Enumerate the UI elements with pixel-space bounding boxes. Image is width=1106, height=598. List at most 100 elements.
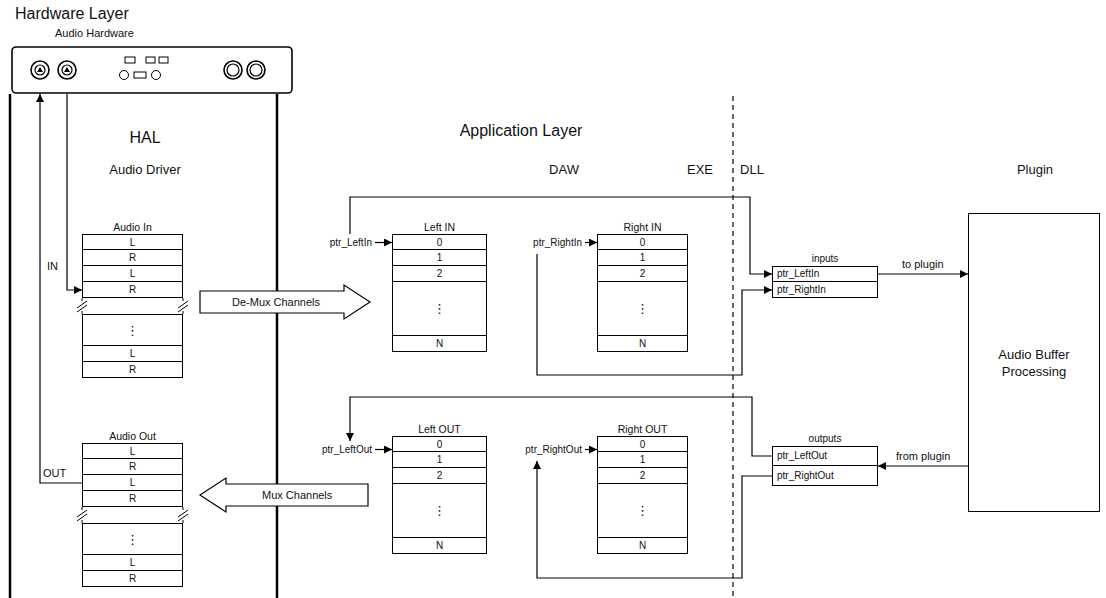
buffer-cell: 0: [392, 234, 487, 250]
interleaved-buffer: Audio OutLRLR⋮LR: [82, 429, 183, 587]
buffer-cell: 1: [392, 250, 487, 266]
buffer-title: Audio Out: [82, 429, 183, 443]
pointer-slot: ptr_LeftIn: [772, 266, 878, 282]
buffer-title: Left IN: [392, 220, 487, 234]
buffer-cell: R: [82, 282, 183, 298]
buffer-ellipsis: ⋮: [597, 282, 688, 336]
pointer-array: outputsptr_LeftOutptr_RightOut: [772, 432, 878, 486]
hal-boundary: [276, 94, 279, 598]
block-arrow: [200, 285, 370, 319]
break-mark: [76, 298, 189, 314]
layer-title: Hardware Layer: [15, 4, 129, 23]
pointer-slot: ptr_LeftOut: [772, 446, 878, 466]
column-heading: DLL: [652, 162, 852, 178]
buffer-cell: 2: [392, 468, 487, 484]
pointer-arrow: [375, 449, 392, 450]
interleaved-buffer: Audio InLRLR⋮LR: [82, 220, 183, 378]
connector: [878, 273, 968, 274]
pointer-label: ptr_LeftIn: [330, 236, 372, 249]
buffer-cell: N: [392, 336, 487, 352]
buffer-cell: L: [82, 475, 183, 491]
buffer-cell: N: [597, 336, 688, 352]
plugin-process-box: Audio Buffer Processing: [968, 213, 1100, 512]
connector: [878, 465, 968, 466]
buffer-break: [82, 507, 183, 523]
buffer-cell: L: [82, 443, 183, 459]
buffer-cell: 2: [597, 468, 688, 484]
pointer-arrow: [375, 242, 392, 243]
edge-label: OUT: [41, 467, 68, 480]
buffer-cell: 1: [597, 452, 688, 468]
pointer-label: ptr_LeftOut: [322, 443, 372, 456]
pointer-name: ptr_LeftOut: [777, 447, 873, 465]
buffer-title: Right IN: [597, 220, 688, 234]
buffer-cell: 0: [597, 234, 688, 250]
channel-buffer: Left IN012⋮N: [392, 220, 487, 352]
buffer-ellipsis: ⋮: [392, 484, 487, 538]
pointer-name: ptr_LeftIn: [777, 267, 873, 281]
connector: [40, 94, 82, 483]
device-label: Audio Hardware: [55, 26, 134, 40]
buffer-ellipsis: ⋮: [82, 314, 183, 346]
buffer-cell: L: [82, 555, 183, 571]
buffer-cell: N: [597, 538, 688, 554]
pointer-slot: ptr_RightIn: [772, 282, 878, 298]
channel-buffer: Right IN012⋮N: [597, 220, 688, 352]
break-mark: [76, 507, 189, 523]
connector: [537, 254, 772, 375]
buffer-cell: N: [392, 538, 487, 554]
buffer-cell: R: [82, 571, 183, 587]
buffer-cell: R: [82, 491, 183, 507]
block-arrow: [200, 478, 368, 512]
buffer-ellipsis: ⋮: [392, 282, 487, 336]
layer-title: Application Layer: [421, 121, 621, 141]
pointer-arrow: [585, 242, 597, 243]
array-title: inputs: [772, 252, 878, 266]
buffer-title: Right OUT: [597, 422, 688, 436]
hal-boundary: [9, 94, 12, 598]
buffer-cell: R: [82, 250, 183, 266]
layer-title: HAL: [45, 128, 245, 148]
pointer-arrow: [585, 449, 597, 450]
buffer-title: Audio In: [82, 220, 183, 234]
buffer-cell: L: [82, 234, 183, 250]
edge-label: Mux Channels: [260, 489, 334, 502]
edge-label: De-Mux Channels: [230, 296, 322, 309]
buffer-cell: L: [82, 346, 183, 362]
edge-label: from plugin: [894, 450, 952, 463]
buffer-ellipsis: ⋮: [82, 523, 183, 555]
connector: [350, 197, 772, 274]
buffer-cell: 0: [597, 436, 688, 452]
pointer-array: inputsptr_LeftInptr_RightIn: [772, 252, 878, 298]
buffer-title: Left OUT: [392, 422, 487, 436]
buffer-ellipsis: ⋮: [597, 484, 688, 538]
connector: [350, 397, 772, 456]
column-heading: Plugin: [935, 162, 1106, 178]
buffer-cell: R: [82, 362, 183, 378]
pointer-slot: ptr_RightOut: [772, 466, 878, 486]
layer-subtitle: Audio Driver: [45, 162, 245, 178]
pointer-name: ptr_RightOut: [777, 466, 873, 485]
process-label: Audio Buffer Processing: [977, 346, 1091, 380]
pointer-label: ptr_RightOut: [525, 443, 582, 456]
connector: [537, 461, 772, 578]
buffer-cell: L: [82, 266, 183, 282]
buffer-cell: 2: [597, 266, 688, 282]
pointer-name: ptr_RightIn: [777, 282, 873, 297]
edge-label: to plugin: [900, 258, 946, 271]
buffer-cell: 2: [392, 266, 487, 282]
buffer-break: [82, 298, 183, 314]
channel-buffer: Left OUT012⋮N: [392, 422, 487, 554]
buffer-cell: 1: [597, 250, 688, 266]
connector: [67, 94, 82, 290]
column-heading: EXE: [600, 162, 800, 178]
column-heading: DAW: [464, 162, 664, 178]
buffer-cell: R: [82, 459, 183, 475]
exe-dll-boundary: [732, 96, 733, 598]
audio-hardware: Hardware LayerAudio Hardware: [10, 3, 298, 94]
edge-label: IN: [45, 260, 60, 273]
buffer-cell: 1: [392, 452, 487, 468]
pointer-label: ptr_RightIn: [533, 236, 582, 249]
channel-buffer: Right OUT012⋮N: [597, 422, 688, 554]
